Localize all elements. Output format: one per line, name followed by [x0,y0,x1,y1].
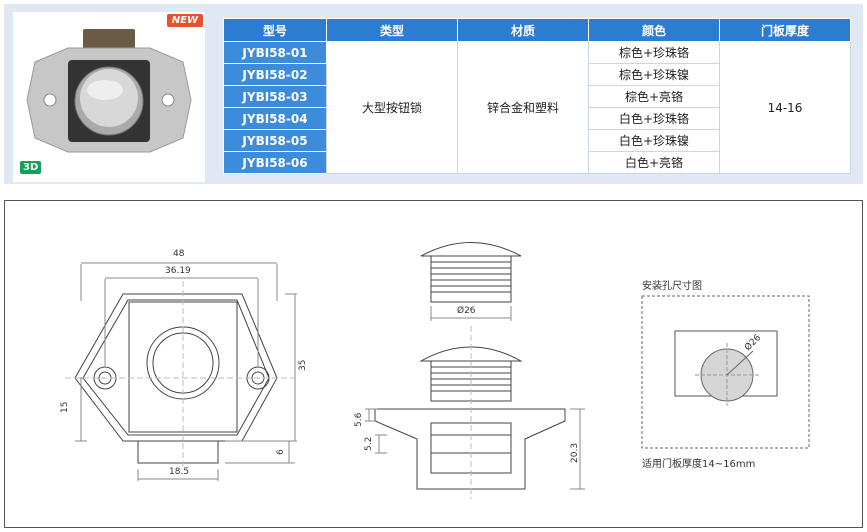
lock-product-image [26,29,192,153]
model-cell: JYBI58-04 [223,107,327,130]
header-color: 颜色 [588,18,720,42]
dim-bottom-height: 6 [276,449,286,455]
color-cell: 白色+珍珠镍 [588,129,720,152]
new-badge: NEW [166,14,203,27]
front-view [65,262,297,481]
dim-button-diameter: Ø26 [457,305,476,316]
table-row: JYBI58-03 棕色+亮铬 [223,85,851,108]
color-cell: 白色+珍珠铬 [588,107,720,130]
model-cell: JYBI58-02 [223,63,327,86]
dim-width: 48 [173,249,185,259]
type-cell: 大型按钮锁 [326,41,458,174]
dim-5-2: 5.2 [364,437,374,451]
cutout-diagram [641,295,810,449]
color-cell: 白色+亮铬 [588,151,720,174]
cutout-diameter: Ø26 [742,332,763,353]
door-thickness-cell: 14-16 [719,41,851,174]
material-cell: 锌合金和塑料 [457,41,589,174]
cutout-title: 安装孔尺寸图 [642,281,702,292]
table-row: JYBI58-04 白色+珍珠铬 [223,107,851,130]
spec-table: 型号 类型 材质 颜色 门板厚度 JYBI58-01 大型按钮锁 锌合金和塑料 … [223,18,851,174]
dim-5-6: 5.6 [354,412,364,427]
dim-hole-spacing: 36.19 [165,266,191,276]
table-row: JYBI58-06 白色+亮铬 [223,151,851,174]
side-view-button [420,242,522,321]
header-door-thickness: 门板厚度 [719,18,851,42]
header-type: 类型 [326,18,458,42]
product-info-panel: NEW 3D 型号 类型 材质 颜色 门板厚度 JYBI58-01 大型按钮锁 … [4,4,863,184]
model-cell: JYBI58-03 [223,85,327,108]
table-row: JYBI58-02 棕色+珍珠镍 [223,63,851,86]
cutout-note: 适用门板厚度14~16mm [642,459,756,470]
technical-drawing: 48 36.19 35 15 18.5 6 Ø26 [4,200,863,528]
color-cell: 棕色+珍珠镍 [588,63,720,86]
model-cell: JYBI58-06 [223,151,327,174]
model-cell: JYBI58-05 [223,129,327,152]
product-thumbnail[interactable]: NEW 3D [13,12,205,182]
header-model: 型号 [223,18,327,42]
drawing-canvas: 48 36.19 35 15 18.5 6 Ø26 [60,242,810,499]
dim-height: 35 [298,360,308,371]
table-row: JYBI58-05 白色+珍珠镍 [223,129,851,152]
header-material: 材质 [457,18,589,42]
spec-table-header-row: 型号 类型 材质 颜色 门板厚度 [223,18,851,42]
dim-bottom-width: 18.5 [169,467,189,477]
3d-view-badge[interactable]: 3D [20,161,42,174]
side-view-assembly [365,326,585,499]
model-cell: JYBI58-01 [223,41,327,64]
color-cell: 棕色+亮铬 [588,85,720,108]
dim-20-3: 20.3 [570,443,580,463]
dim-left-height: 15 [60,402,70,413]
table-row: JYBI58-01 大型按钮锁 锌合金和塑料 棕色+珍珠铬 14-16 [223,41,851,174]
color-cell: 棕色+珍珠铬 [588,41,720,64]
